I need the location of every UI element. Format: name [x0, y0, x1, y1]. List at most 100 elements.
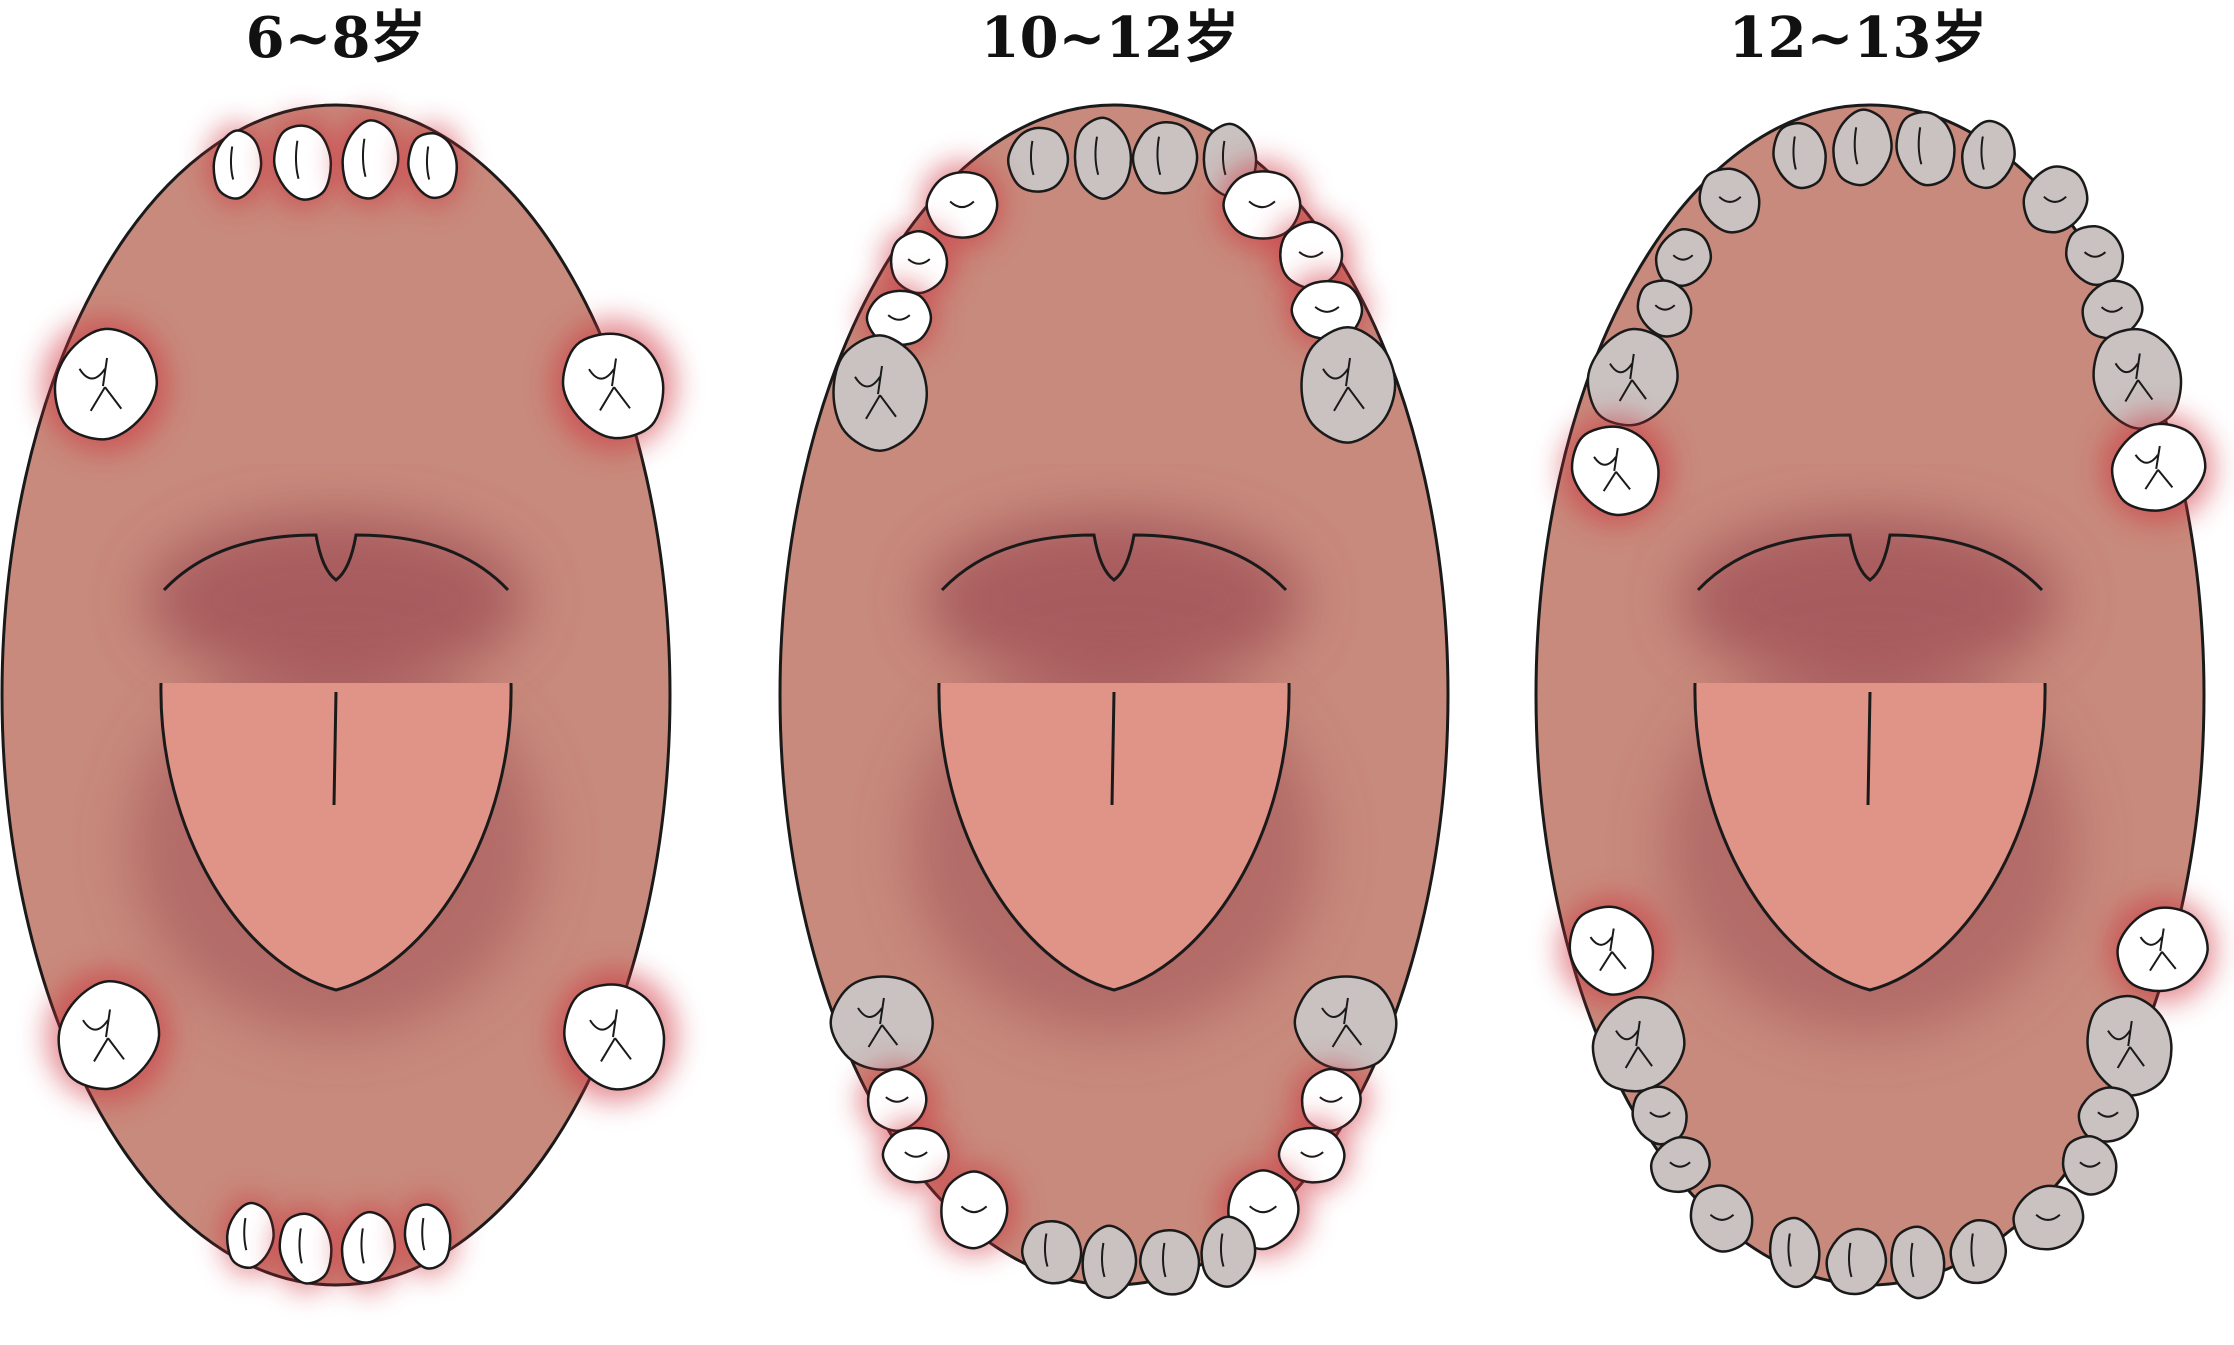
incisor-tooth: [1949, 1218, 2008, 1285]
tooth-crown: [57, 980, 161, 1091]
tooth-crown: [2012, 1184, 2085, 1251]
mouth-stage-12-13: [1534, 103, 2216, 1300]
premolar-tooth: [1631, 1085, 1688, 1146]
tooth-crown: [1772, 121, 1827, 190]
stage-label-10-12: 10~12岁: [980, 5, 1240, 71]
tooth-groove: [1847, 1242, 1853, 1278]
tooth-groove: [1249, 1205, 1277, 1214]
premolar-tooth: [925, 170, 999, 239]
incisor-tooth: [340, 1210, 397, 1284]
tooth-groove: [1609, 353, 1647, 402]
tooth-crown: [278, 1212, 333, 1285]
tooth-crown: [1081, 1224, 1138, 1299]
molar-tooth: [53, 327, 158, 441]
tooth-groove: [1322, 357, 1365, 412]
tooth-groove: [1100, 1242, 1106, 1278]
tongue: [159, 682, 513, 992]
tooth-groove: [857, 997, 899, 1048]
tooth-crown: [832, 334, 929, 452]
tooth-groove: [1156, 136, 1162, 175]
tooth-groove: [2097, 1111, 2119, 1118]
tooth-groove: [2043, 195, 2067, 203]
premolar-tooth: [1649, 1136, 1711, 1194]
premolar-tooth: [2012, 1184, 2085, 1251]
tooth-groove: [2079, 1161, 2101, 1168]
incisor-tooth: [1073, 116, 1133, 200]
incisor-tooth: [1131, 121, 1199, 195]
incisor-tooth: [1890, 1225, 1946, 1300]
tooth-crown: [1698, 167, 1761, 234]
incisor-tooth: [1081, 1224, 1138, 1299]
tooth-groove: [1909, 1242, 1915, 1278]
incisor-tooth: [1139, 1229, 1201, 1296]
molar-tooth: [57, 980, 161, 1091]
tooth-crown: [225, 1201, 275, 1270]
tooth-groove: [907, 258, 931, 265]
palate-line: [162, 533, 510, 592]
tooth-crown: [341, 119, 400, 200]
tooth-groove: [1161, 1242, 1167, 1278]
tooth-groove: [1300, 1151, 1324, 1158]
tooth-groove: [361, 138, 367, 177]
molar-tooth: [829, 975, 934, 1071]
teeth-group: [41, 112, 677, 1292]
tooth-groove: [2100, 306, 2124, 313]
tooth-crown: [1890, 1225, 1946, 1300]
incisor-tooth: [1768, 1216, 1821, 1289]
incisor-tooth: [212, 129, 263, 200]
stage-label-12-13: 12~13岁: [1728, 5, 1988, 71]
incisor-tooth: [1006, 126, 1070, 193]
stage-label-6-8: 6~8岁: [245, 5, 427, 71]
incisor-tooth: [1020, 1220, 1083, 1285]
tooth-crown: [1636, 279, 1693, 338]
tooth-crown: [1277, 1126, 1346, 1184]
tongue-midline: [1866, 691, 1872, 806]
tooth-groove: [1593, 447, 1631, 492]
molar-tooth: [2116, 906, 2209, 993]
tooth-crown: [212, 129, 263, 200]
tooth-groove: [2134, 445, 2174, 490]
tooth-groove: [2114, 353, 2154, 403]
mouth-stage-6-8: [0, 103, 677, 1292]
tooth-groove: [1589, 928, 1627, 972]
tooth-groove: [294, 140, 300, 179]
incisor-tooth: [278, 1212, 333, 1285]
tooth-crown: [53, 327, 158, 441]
premolar-tooth: [2061, 1135, 2118, 1196]
molar-tooth: [1586, 327, 1679, 427]
tooth-crown: [865, 289, 933, 347]
tooth-groove: [949, 200, 975, 209]
tooth-crown: [1949, 1218, 2008, 1285]
tongue-midline: [1110, 691, 1116, 806]
tooth-groove: [2107, 1020, 2145, 1069]
tooth-groove: [1029, 140, 1035, 176]
tooth-groove: [1221, 140, 1227, 176]
tooth-groove: [1980, 136, 1985, 170]
tooth-groove: [1649, 1111, 1671, 1118]
tooth-groove: [1219, 1233, 1225, 1267]
tooth-crown: [2110, 422, 2207, 512]
premolar-tooth: [2077, 1086, 2139, 1143]
molar-tooth: [1293, 975, 1398, 1072]
tooth-crown: [1131, 121, 1199, 195]
tooth-groove: [885, 1096, 909, 1103]
tooth-groove: [421, 1217, 426, 1251]
tooth-crown: [1020, 1220, 1083, 1285]
tooth-crown: [340, 1210, 397, 1284]
tooth-groove: [1917, 127, 1923, 165]
tooth-groove: [1615, 1020, 1653, 1069]
molar-tooth: [561, 332, 665, 440]
palate-shading: [924, 515, 1304, 685]
incisor-tooth: [225, 1201, 275, 1270]
tooth-groove: [588, 358, 631, 411]
tooth-groove: [1094, 136, 1100, 175]
tooth-crown: [2022, 165, 2089, 234]
tooth-crown: [1568, 905, 1655, 996]
tongue-midline: [332, 691, 338, 806]
tooth-groove: [854, 365, 897, 420]
premolar-tooth: [865, 289, 933, 347]
tooth-crown: [1649, 1136, 1711, 1194]
premolar-tooth: [1689, 1184, 1754, 1253]
tooth-crown: [889, 229, 949, 295]
tooth-groove: [1970, 1233, 1975, 1267]
